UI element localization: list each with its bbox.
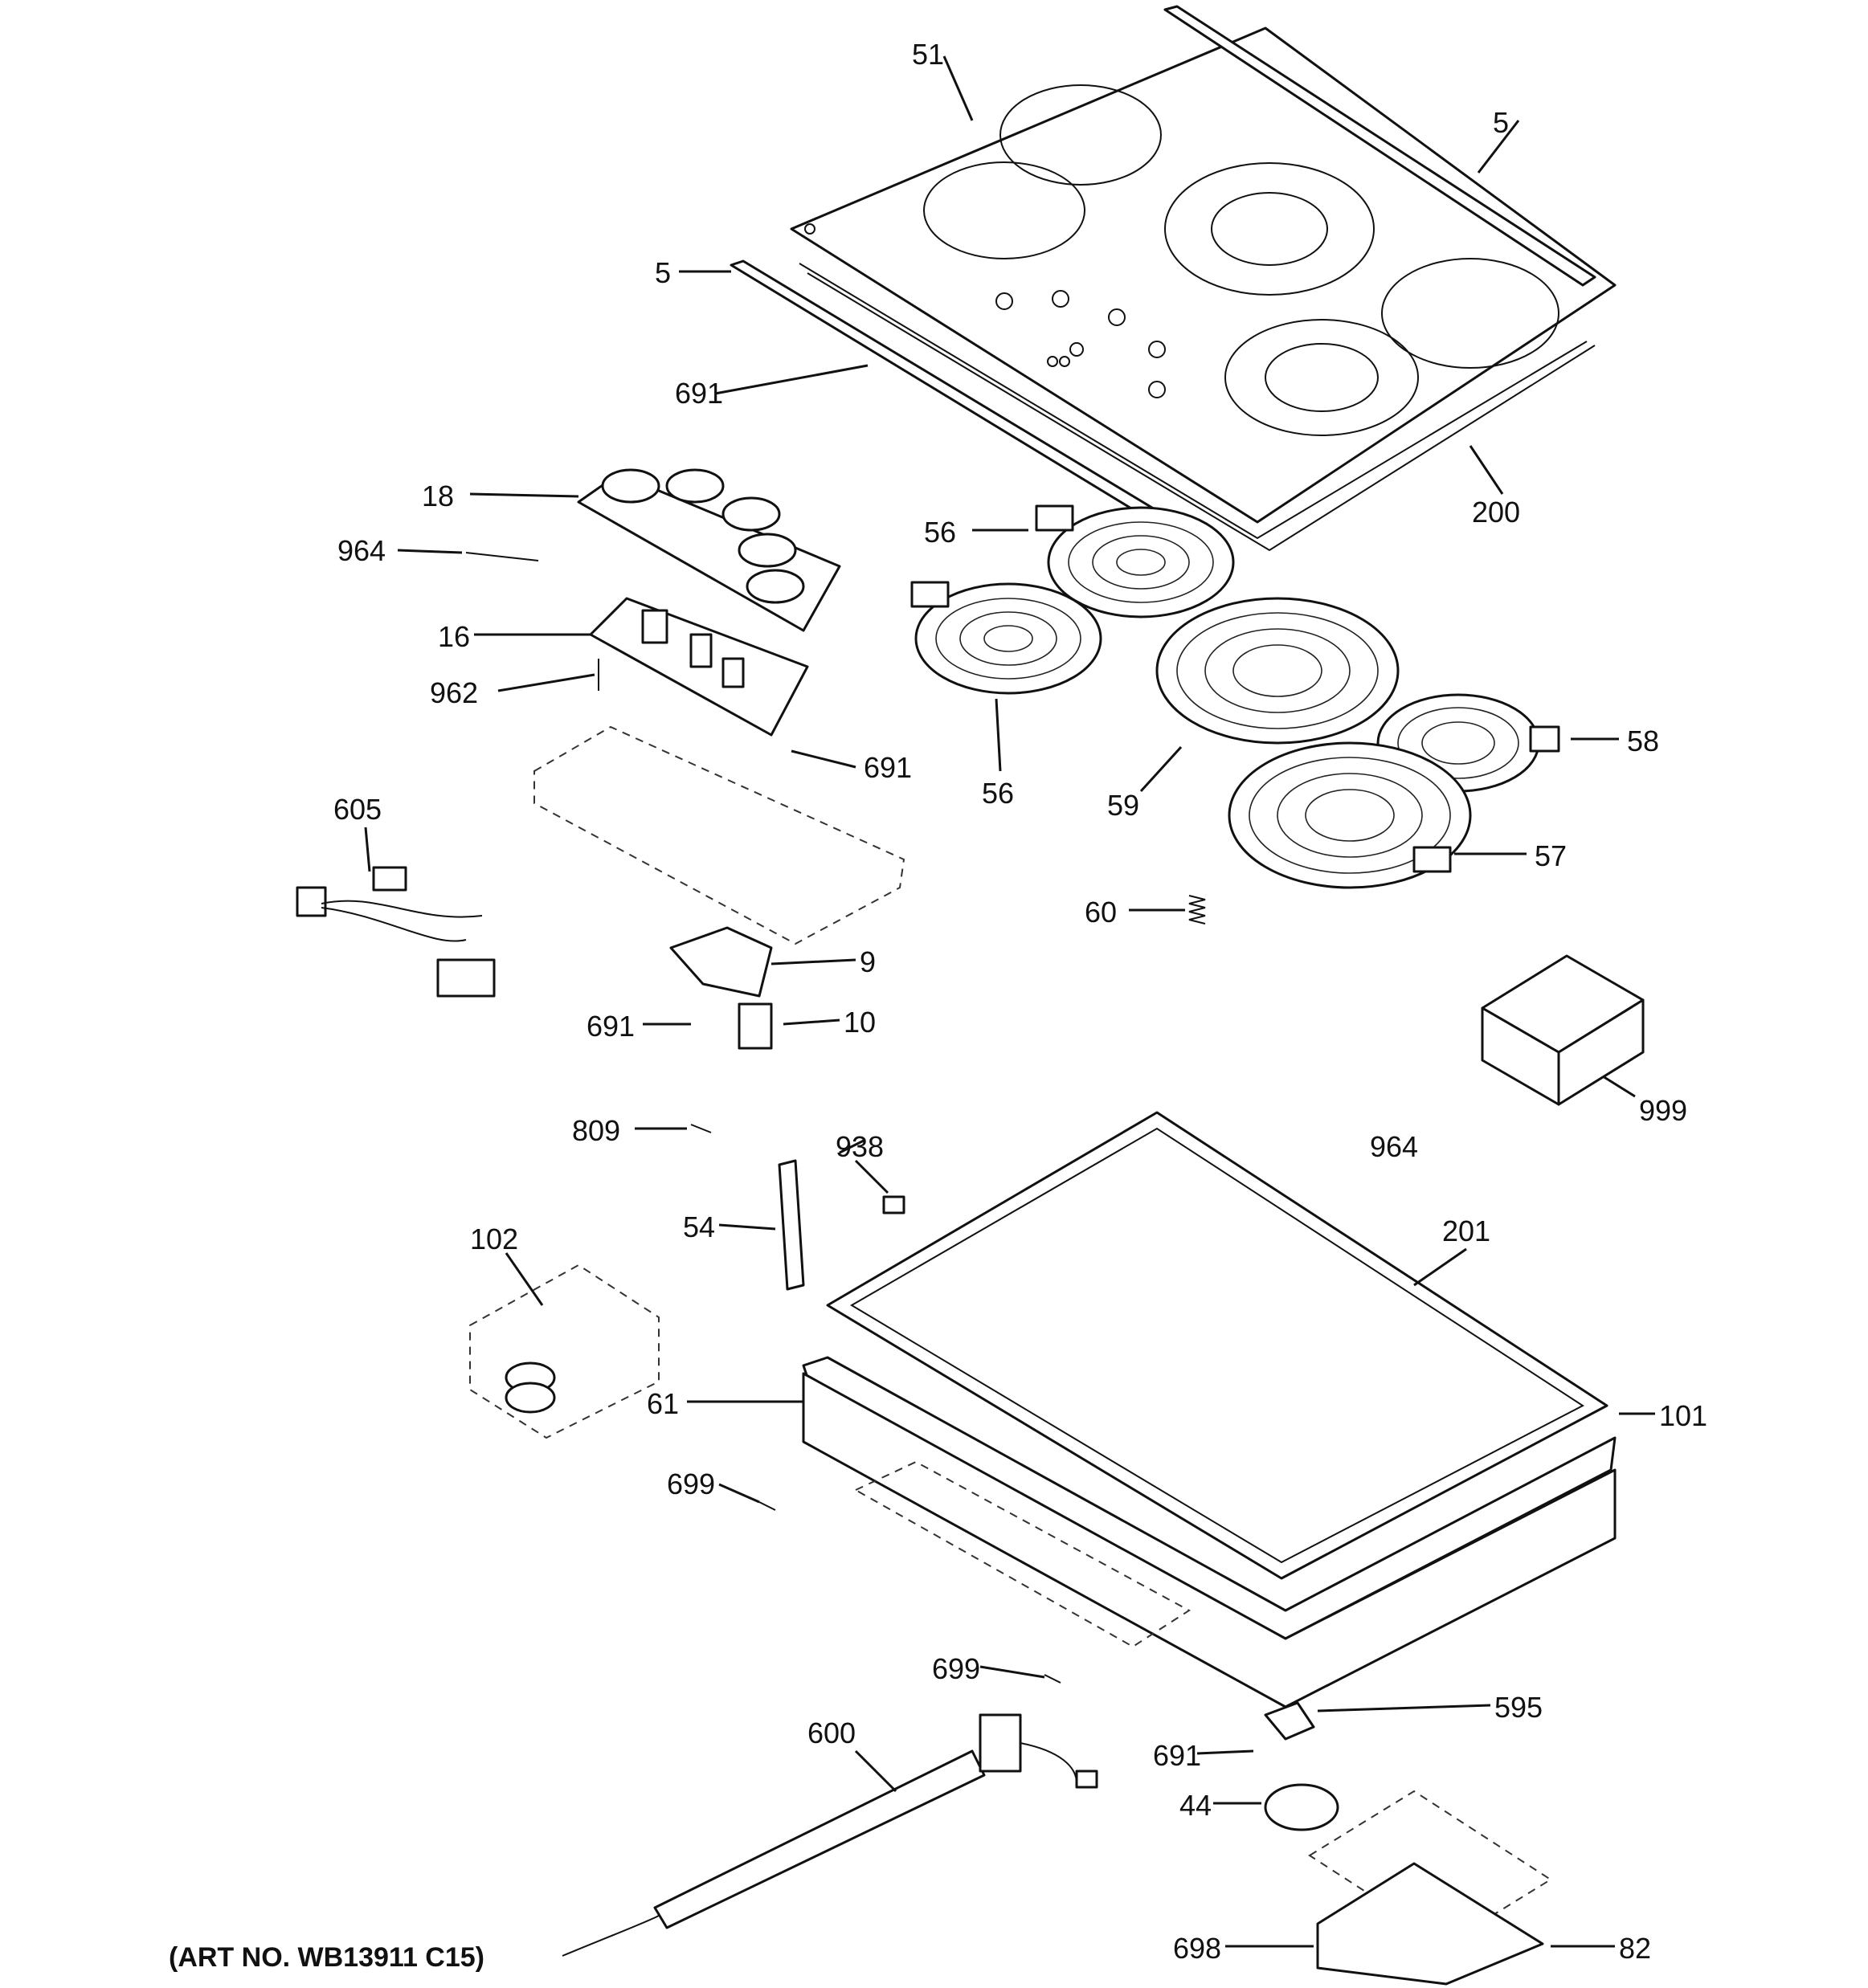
- mounting-strip: [778, 1159, 805, 1291]
- callout-101: 101: [1659, 1399, 1707, 1432]
- callout-962: 962: [430, 676, 478, 709]
- callout-56-lower: 56: [982, 777, 1014, 810]
- power-control-board: [589, 597, 809, 737]
- burner-box-gasket: [826, 1111, 1608, 1580]
- radiant-element-56-lower: [910, 581, 1102, 695]
- art-number-label: (ART NO. WB13911 C15): [169, 1942, 484, 1973]
- mounting-screw-699a: [758, 1501, 776, 1511]
- callout-61: 61: [647, 1387, 679, 1420]
- wire-tie: [465, 552, 539, 561]
- wire-harness: [296, 866, 496, 998]
- callout-605: 605: [333, 793, 382, 826]
- callout-691-board: 691: [864, 751, 912, 784]
- callout-10: 10: [844, 1006, 876, 1039]
- callout-964-lower: 964: [1370, 1130, 1418, 1163]
- touch-control-symbols: [995, 290, 1166, 398]
- radiant-element-56-upper: [1035, 504, 1235, 618]
- callout-16: 16: [438, 620, 470, 653]
- callout-698: 698: [1173, 1932, 1221, 1965]
- callout-201: 201: [1442, 1214, 1490, 1247]
- trim-strip-right: [1163, 5, 1596, 287]
- interface-board: [1308, 1790, 1552, 1986]
- callout-964-upper: 964: [337, 534, 386, 567]
- callout-60: 60: [1085, 896, 1117, 929]
- control-housing: [533, 725, 905, 945]
- spring: [1188, 895, 1206, 925]
- radiant-element-57: [1228, 741, 1472, 889]
- callout-51: 51: [912, 38, 944, 71]
- callout-59: 59: [1107, 789, 1139, 822]
- conduit-clamp: [1264, 1701, 1315, 1741]
- speed-nut: [882, 1195, 905, 1214]
- leader-lines: [364, 55, 1655, 1948]
- callout-938: 938: [836, 1130, 884, 1163]
- callout-600: 600: [807, 1717, 856, 1749]
- callout-691-bracket: 691: [587, 1010, 635, 1043]
- callout-58: 58: [1627, 725, 1659, 757]
- callout-44: 44: [1179, 1789, 1212, 1822]
- heat-shield: [853, 1460, 1191, 1648]
- callout-200: 200: [1472, 496, 1520, 529]
- grommet: [1264, 1783, 1339, 1831]
- mounting-screw-699b: [1044, 1674, 1061, 1684]
- callout-691-top: 691: [675, 377, 723, 410]
- glass-cooktop: [790, 27, 1617, 524]
- radiant-element-59: [1155, 597, 1400, 745]
- callout-809: 809: [572, 1114, 620, 1147]
- callout-699-upper: 699: [667, 1468, 715, 1500]
- retaining-clip: [738, 1002, 773, 1050]
- callout-82: 82: [1619, 1932, 1651, 1965]
- touch-control-board: [577, 468, 841, 632]
- callout-999: 999: [1639, 1094, 1687, 1127]
- power-cord-conduit: [562, 1713, 1098, 1957]
- callout-691-lower: 691: [1153, 1739, 1201, 1772]
- callout-54: 54: [683, 1210, 715, 1243]
- cooktop-gasket: [799, 263, 1596, 552]
- callout-numbers: 51 5 5 691 200 18 964 16 962 691 605 9 6…: [333, 38, 1707, 1965]
- screw-809: [690, 1124, 712, 1133]
- terminal-block-kit: [469, 1263, 660, 1439]
- burner-box: [802, 1356, 1617, 1708]
- bracket: [669, 926, 773, 998]
- callout-9: 9: [860, 945, 876, 978]
- callout-57: 57: [1535, 839, 1567, 872]
- callout-56-upper: 56: [924, 516, 956, 549]
- callout-102: 102: [470, 1223, 518, 1255]
- callout-5-right: 5: [1493, 106, 1509, 139]
- callout-595: 595: [1494, 1691, 1543, 1724]
- parts-box: [1481, 954, 1645, 1106]
- callout-699-lower: 699: [932, 1652, 980, 1685]
- callout-18: 18: [422, 480, 454, 512]
- callout-5-left: 5: [655, 256, 671, 289]
